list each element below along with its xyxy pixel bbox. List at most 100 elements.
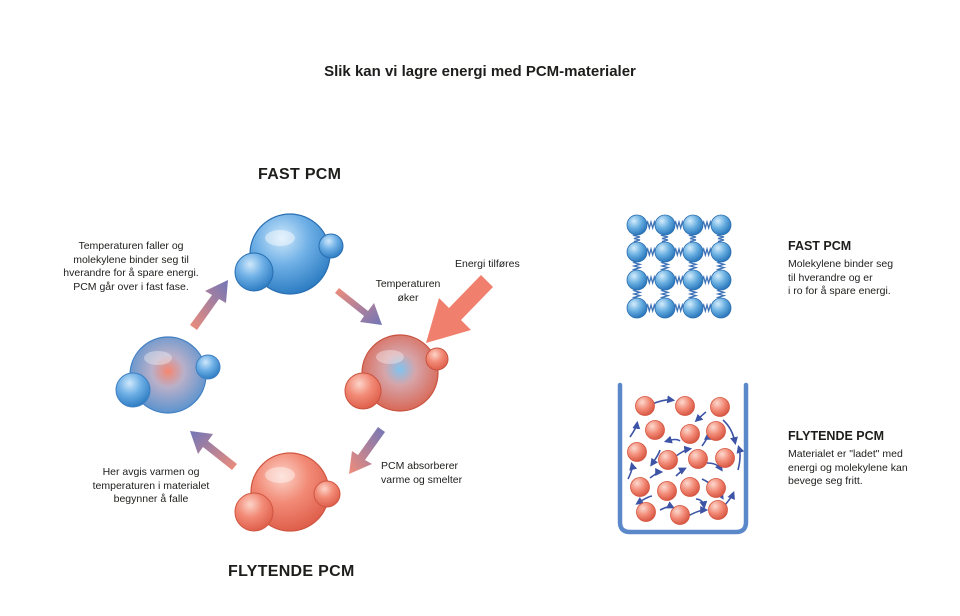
- liquid-molecule: [680, 424, 700, 444]
- solid-molecule: [626, 269, 648, 291]
- solid-molecule: [710, 269, 732, 291]
- solid-molecule: [682, 241, 704, 263]
- liquid-molecule: [630, 477, 650, 497]
- solid-molecule: [626, 214, 648, 236]
- liquid-pcm-label: FLYTENDE PCM: [228, 563, 355, 580]
- note-heat-released: Her avgis varmen og temperaturen i mater…: [92, 466, 210, 505]
- motion-arrow: [649, 468, 664, 479]
- motion-arrow: [706, 462, 723, 472]
- lattice-bond: [687, 288, 699, 300]
- solidifying-pcm-molecule: [115, 336, 221, 414]
- liquid-molecule: [635, 396, 655, 416]
- liquid-molecule: [670, 505, 690, 525]
- liquid-molecule: [706, 421, 726, 441]
- solid-molecule: [654, 297, 676, 319]
- lattice-bond: [673, 274, 685, 286]
- lattice-bond: [673, 302, 685, 314]
- lattice-bond: [645, 274, 657, 286]
- note-absorbs: PCM absorberer varme og smelter: [381, 460, 463, 486]
- solid-molecule: [682, 214, 704, 236]
- motion-arrow: [675, 445, 693, 457]
- arrow-solid-to-melting: [335, 288, 382, 325]
- legend-liquid-text: Materialet er "ladet" med energi og mole…: [788, 448, 908, 487]
- liquid-molecule: [657, 481, 677, 501]
- motion-arrow: [635, 495, 653, 505]
- liquid-molecules: [627, 395, 745, 525]
- legend-liquid-title: FLYTENDE PCM: [788, 429, 885, 443]
- solid-molecule: [626, 241, 648, 263]
- motion-arrow: [629, 420, 641, 438]
- lattice-bond: [645, 246, 657, 258]
- arrow-melting-to-liquid: [349, 427, 385, 474]
- note-temperature-rises: Temperaturen øker: [375, 278, 441, 304]
- motion-arrow: [659, 501, 675, 511]
- motion-arrow: [694, 411, 707, 423]
- liquid-molecule: [708, 500, 728, 520]
- lattice-bond: [701, 302, 713, 314]
- solid-molecule: [710, 214, 732, 236]
- motion-arrow: [675, 467, 687, 477]
- lattice-bond: [688, 233, 697, 244]
- liquid-molecule: [706, 478, 726, 498]
- liquid-molecule: [688, 449, 708, 469]
- lattice-bond: [673, 246, 685, 258]
- lattice-bond: [715, 288, 727, 300]
- lattice-bond: [701, 219, 713, 231]
- lattice-bond: [673, 219, 685, 231]
- lattice-bond: [645, 219, 657, 231]
- solid-molecule: [654, 269, 676, 291]
- solid-lattice: [626, 214, 732, 319]
- motion-arrow: [722, 419, 738, 446]
- solid-molecule: [682, 269, 704, 291]
- motion-arrow: [651, 395, 676, 405]
- lattice-bond: [687, 260, 699, 272]
- note-cooling: Temperaturen faller og molekylene binder…: [63, 240, 199, 293]
- lattice-bond: [715, 260, 727, 272]
- motion-arrow: [724, 491, 735, 506]
- melting-pcm-molecule: [344, 334, 449, 412]
- solid-molecule: [682, 297, 704, 319]
- lattice-bond: [701, 246, 713, 258]
- liquid-molecule: [675, 396, 695, 416]
- motion-arrow: [687, 506, 709, 517]
- arrow-solidifying-to-solid: [190, 280, 228, 330]
- motion-arrow: [701, 431, 712, 447]
- liquid-molecule: [680, 477, 700, 497]
- solid-molecule: [654, 241, 676, 263]
- liquid-molecule: [710, 397, 730, 417]
- motion-arrow: [650, 449, 661, 467]
- legend-solid-title: FAST PCM: [788, 239, 852, 253]
- lattice-bond: [631, 288, 643, 300]
- liquid-molecule: [715, 448, 735, 468]
- solid-pcm-molecule: [234, 213, 344, 295]
- lattice-bond: [632, 233, 641, 244]
- legend-solid-text: Molekylene binder seg til hverandre og e…: [788, 258, 894, 297]
- lattice-bond: [660, 233, 669, 244]
- solid-pcm-label: FAST PCM: [258, 166, 342, 183]
- liquid-molecule: [627, 442, 647, 462]
- motion-arrow: [627, 461, 638, 480]
- solid-molecule: [710, 297, 732, 319]
- solid-molecule: [626, 297, 648, 319]
- lattice-bond: [701, 274, 713, 286]
- liquid-molecule: [636, 502, 656, 522]
- lattice-bond: [716, 233, 725, 244]
- arrow-liquid-to-solidifying: [190, 431, 237, 470]
- lattice-bond: [631, 260, 643, 272]
- solid-molecule: [654, 214, 676, 236]
- lattice-bond: [659, 288, 671, 300]
- note-energy-added: Energi tilføres: [455, 258, 520, 270]
- liquid-molecule: [658, 450, 678, 470]
- lattice-bond: [645, 302, 657, 314]
- lattice-bond: [659, 260, 671, 272]
- liquid-molecule: [645, 420, 665, 440]
- liquid-pcm-molecule: [234, 452, 341, 532]
- page-title: Slik kan vi lagre energi med PCM-materia…: [324, 63, 636, 80]
- energy-input-arrow: [426, 275, 493, 343]
- motion-arrow: [736, 444, 745, 471]
- motion-arrow: [695, 498, 708, 510]
- liquid-container: [617, 382, 749, 535]
- solid-molecule: [710, 241, 732, 263]
- motion-arrow: [663, 435, 681, 444]
